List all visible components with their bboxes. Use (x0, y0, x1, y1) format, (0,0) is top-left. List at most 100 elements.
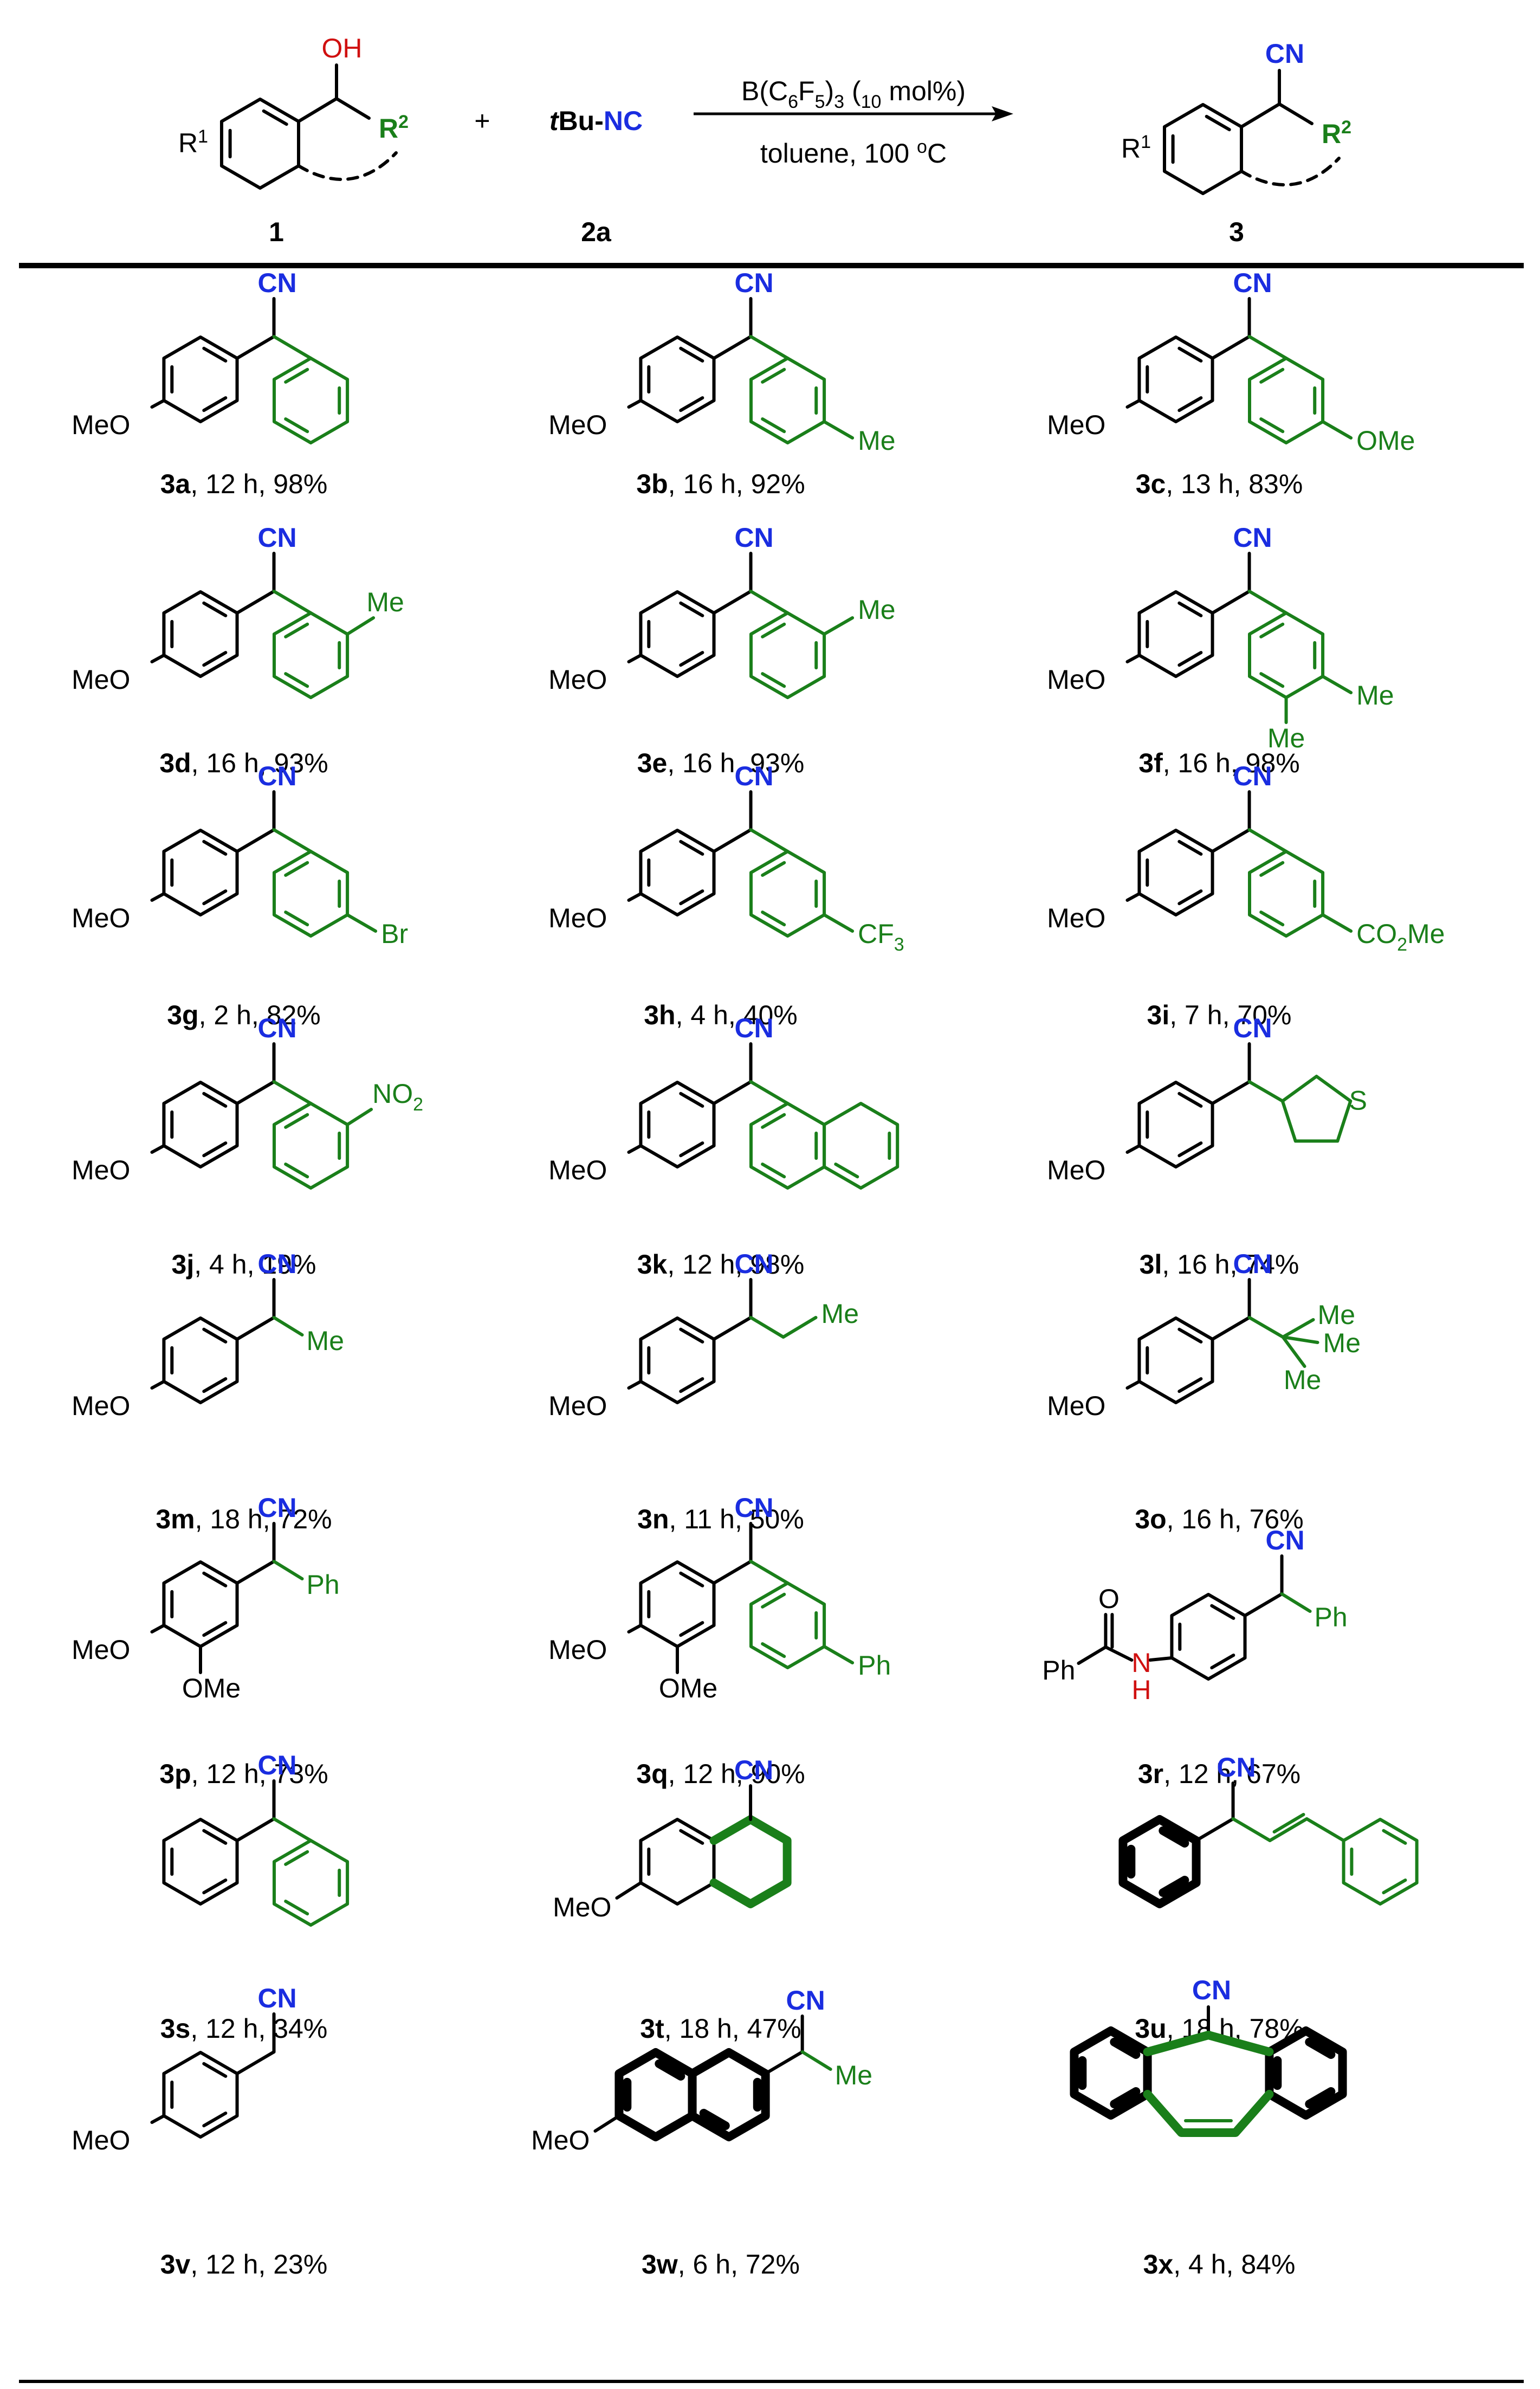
core-aryl-ring (1137, 1316, 1214, 1404)
entry-caption: 3t, 18 h, 47% (640, 2013, 801, 2044)
core-aryl-ring-double-bond (1210, 1654, 1235, 1670)
green-aryl-ring-double-bond (1259, 861, 1285, 877)
core-aryl-ring-double-bond (202, 2112, 228, 2128)
core-aryl-ring-double-bond (1177, 889, 1203, 906)
aryl-n-bond (1148, 1656, 1174, 1662)
ch-aryl-bond (1247, 590, 1288, 615)
entry-yield: 90% (751, 1759, 805, 1789)
green-aryl-ring-double-bond (761, 417, 786, 434)
ortho-bond (346, 616, 376, 636)
biphenyl-ring-double-bond (761, 1642, 786, 1658)
ch-aryl-bond (272, 1080, 313, 1105)
styryl-phenyl-ring-double-bond (1382, 1878, 1407, 1895)
green-aryl-ring-double-bond (284, 911, 309, 927)
entry-yield: 67% (1246, 1759, 1300, 1789)
green-aryl-ring-double-bond (1259, 672, 1285, 688)
naphthyl-ring-a-double-bond (761, 1113, 786, 1129)
core-aryl-ring-double-bond (679, 1092, 704, 1108)
core-aryl-ring (1137, 590, 1214, 678)
green-aryl-ring-double-bond (284, 1113, 309, 1129)
entry-caption: 3k, 12 h, 98% (637, 1249, 805, 1280)
o-bond (150, 1144, 166, 1154)
nitrile-label: CN (257, 522, 296, 553)
ethyl-bond-2 (781, 1316, 818, 1339)
methoxy-label: MeO (553, 1892, 611, 1922)
green-aryl-ring (749, 357, 826, 444)
green-aryl-ring-double-bond (284, 672, 309, 688)
nitrile-label: CN (257, 1013, 296, 1043)
entry-id: 3l (1140, 1249, 1162, 1280)
core-aryl-ring (639, 590, 716, 678)
ch-aryl-bond (272, 335, 313, 360)
naphthyl-ring-b (823, 1102, 900, 1190)
nitrile-label: CN (734, 268, 773, 298)
phenyl-label: Ph (1315, 1602, 1348, 1632)
reactant1-label: 1 (269, 217, 284, 247)
entry-id: 3g (167, 1000, 198, 1030)
methoxy-label: MeO (72, 664, 130, 695)
methoxy-label: MeO (548, 1391, 607, 1421)
green-aryl-ring-double-bond (284, 1900, 309, 1916)
entry-id: 3o (1135, 1504, 1166, 1534)
aryl-ch-bond (712, 335, 753, 360)
core-aryl-ring-double-bond (202, 1377, 228, 1393)
aryl-ch-bond (1243, 1592, 1284, 1617)
green-aryl-ring (749, 611, 826, 699)
methoxy-label: MeO (548, 664, 607, 695)
entry-caption: 3e, 16 h, 93% (637, 748, 805, 778)
meta-methoxy-label: OMe (659, 1673, 717, 1703)
reactant2-label: 2a (581, 217, 612, 247)
alkene-bond (1268, 1817, 1309, 1842)
entry-time: 12 h (205, 469, 258, 499)
green-aryl-ring (1248, 611, 1325, 699)
green-aryl-ring-double-bond (284, 1163, 309, 1179)
entry-id: 3e (637, 748, 668, 778)
alkene-double-bond (1272, 1813, 1305, 1833)
nitrile-label: CN (786, 1985, 825, 2016)
ch-aryl-bond (1247, 335, 1288, 360)
entry-yield: 92% (751, 469, 805, 499)
para-substituent-label: CF3 (858, 919, 904, 955)
core-aryl-ring-double-bond (202, 2062, 228, 2078)
o-bond (1125, 1380, 1141, 1390)
entry-id: 3c (1136, 469, 1166, 499)
core-aryl-ring (162, 1560, 239, 1648)
green-aryl-ring (749, 850, 826, 938)
entry-time: 6 h (693, 2249, 731, 2280)
methoxy-label: MeO (1047, 1391, 1105, 1421)
entry-caption: 3l, 16 h, 74% (1140, 1249, 1299, 1280)
core-aryl-ring-double-bond (1177, 651, 1203, 667)
entry-id: 3q (636, 1759, 668, 1789)
entry-yield: 74% (1245, 1249, 1299, 1280)
core-aryl-ring (162, 1316, 239, 1404)
o-bond (593, 2114, 621, 2133)
entry-caption: 3p, 12 h, 73% (159, 1759, 328, 1789)
nitrile-label: CN (257, 268, 296, 298)
entry-id: 3n (637, 1504, 669, 1534)
green-aryl-ring (1248, 357, 1325, 444)
ch-aryl-bond (749, 1560, 790, 1585)
entry-caption: 3f, 16 h, 98% (1138, 748, 1299, 778)
hydroxyl-label: OH (322, 33, 363, 63)
entry-id: 3v (160, 2249, 191, 2280)
phenyl-bond (272, 1560, 304, 1580)
entry-time: 16 h (683, 469, 735, 499)
catalyst-label: B(C6F5)3 (10 mol%) (741, 76, 966, 112)
biphenyl-ring-double-bond (761, 1592, 786, 1609)
aryl-ch-bond (235, 335, 276, 360)
para-bond (1321, 420, 1353, 440)
nitrile-label: CN (257, 761, 296, 791)
styryl-phenyl-ring-double-bond (1382, 1829, 1407, 1845)
c-r2-bond (335, 97, 371, 120)
meta-methyl-label: Me (1267, 723, 1305, 753)
core-aryl-ring (639, 1081, 716, 1168)
bold-phenyl-ring (1118, 1815, 1201, 1908)
ortho-methyl-label: Me (366, 587, 404, 617)
amide-h-label: H (1131, 1675, 1151, 1705)
core-aryl-ring-double-bond (1210, 1604, 1235, 1620)
para-bond (346, 913, 378, 933)
entry-time: 12 h (205, 2249, 258, 2280)
